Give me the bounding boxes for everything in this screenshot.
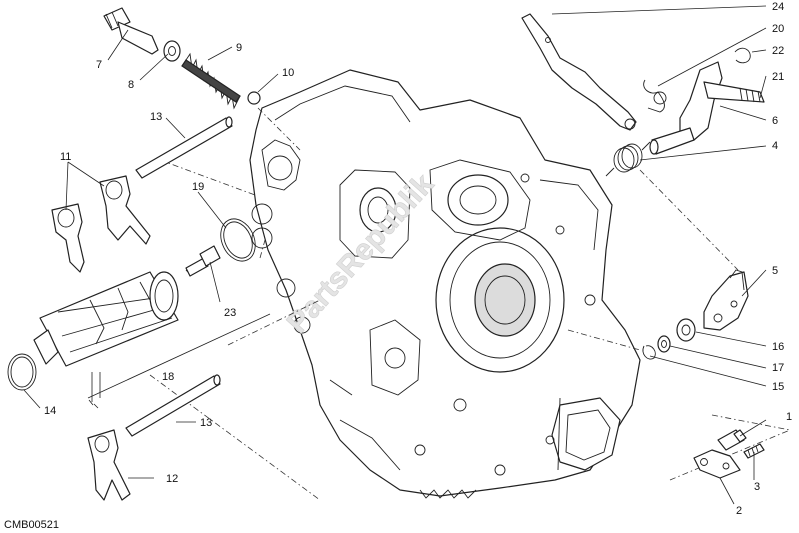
callout-17: 17 [772,362,784,374]
leader-lines [23,5,767,505]
callout-24: 24 [772,1,784,13]
callout-11: 11 [60,151,71,163]
callout-7: 7 [96,59,102,71]
callout-13-lower: 13 [200,417,212,429]
detent-bolt [103,7,159,55]
callout-9: 9 [236,42,242,54]
circlip-15 [642,345,656,360]
callout-22: 22 [772,45,784,57]
shift-drum [33,271,179,367]
callout-2: 2 [736,505,742,517]
callout-15: 15 [772,381,784,393]
crankcase-half [249,69,641,499]
fork-rod-upper [135,116,233,179]
callout-3: 3 [754,481,760,493]
callout-13-upper: 13 [150,111,162,123]
return-spring [643,79,667,113]
callout-18: 18 [162,371,174,383]
callout-4: 4 [772,140,778,152]
shift-fork-right [99,175,151,245]
selector-shaft [649,61,765,155]
callout-16: 16 [772,341,784,353]
drum-sensor [185,245,221,277]
callout-14: 14 [44,405,56,417]
shift-lever [521,13,637,131]
callout-23: 23 [224,307,236,319]
diagram-code: CMB00521 [4,519,59,531]
washer-8 [163,40,181,62]
bolt-1 [717,429,747,451]
shift-plate [703,269,749,331]
circlip-22 [734,47,751,64]
callout-6: 6 [772,115,778,127]
callout-19: 19 [192,181,204,193]
detent-spring [181,52,241,110]
bracket-2 [693,449,741,479]
callout-10: 10 [282,67,294,79]
detent-ball [247,91,261,105]
callout-5: 5 [772,265,778,277]
fork-rod-lower [125,374,221,437]
shift-fork-left [51,203,85,273]
o-ring-19 [220,218,256,262]
torsion-spring-4 [605,141,651,177]
callout-12: 12 [166,473,178,485]
bushing-16 [676,318,696,342]
callout-labels: 24 20 22 21 6 4 9 10 7 8 13 11 19 23 18 … [44,1,792,517]
callout-8: 8 [128,79,134,91]
callout-20: 20 [772,23,784,35]
bolt-3 [743,443,765,459]
washer-17 [657,335,671,353]
callout-1: 1 [786,411,792,423]
shift-fork-lower [87,429,131,501]
callout-21: 21 [772,71,784,83]
assembly-guide-lines [149,107,791,501]
circlip-14 [7,353,37,391]
